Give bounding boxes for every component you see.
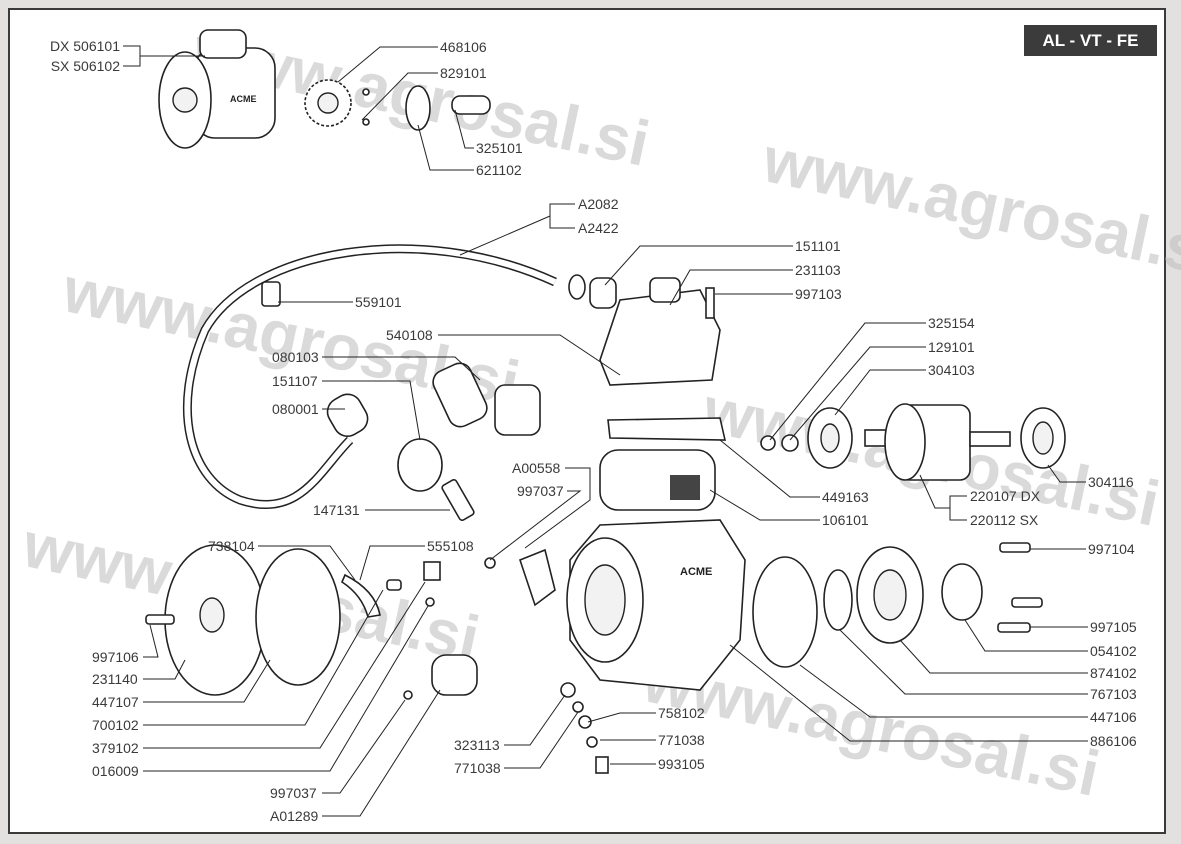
part-number-label: 231103 [795,262,841,278]
breaker-part [519,548,556,607]
part-number-label: A2422 [578,220,619,236]
part-number-label: 325101 [476,140,523,156]
part-number-label: 325154 [928,315,975,331]
spark-plug-part [441,478,475,522]
part-number-label: 151107 [272,373,318,389]
part-number-label: 220107 DX [970,488,1041,504]
parts: ACME [145,29,1066,774]
part-number-label: 997104 [1088,541,1135,557]
boot-part [397,438,443,492]
part-number-label: 379102 [92,740,139,756]
part-number-label: 447107 [92,694,139,710]
part-number-label: 129101 [928,339,975,355]
part-number-label: A01289 [270,808,318,824]
part-number-label: 054102 [1090,643,1137,659]
part-number-label: 468106 [440,39,487,55]
part-number-label: 700102 [92,717,139,733]
gasket-part [607,417,727,441]
acme-brand-mark: ACME [680,566,712,578]
part-number-label: 447106 [1090,709,1137,725]
leader-lines [123,45,1088,817]
part-number-label: 231140 [92,671,138,687]
part-number-label: 874102 [1090,665,1137,681]
part-number-label: 771038 [454,760,501,776]
part-number-label: 080103 [272,349,319,365]
model-title: AL - VT - FE [1024,25,1157,56]
washer-part [405,85,431,131]
part-number-label: 621102 [476,162,522,178]
part-number-label: 997105 [1090,619,1137,635]
part-number-label: 151101 [795,238,841,254]
part-number-label: 771038 [658,732,705,748]
part-number-label: 147131 [313,502,360,518]
plug-cap-part [326,393,369,437]
part-number-label: 997106 [92,649,139,665]
part-number-label: 559101 [355,294,402,310]
part-number-label: A2082 [578,196,619,212]
pin-part [451,95,491,115]
part-number-label: A00558 [512,460,560,476]
part-labels: DX 506101 SX 506102 468106 829101 325101… [50,38,1137,824]
oil-seal-part [941,563,983,621]
part-number-label: 304116 [1088,474,1134,490]
part-number-label: DX 506101 [50,38,120,54]
part-number-label: SX 506102 [51,58,120,74]
part-number-label: 829101 [440,65,487,81]
part-number-label: 997037 [270,785,317,801]
condenser-part [431,654,478,696]
part-number-label: 993105 [658,756,705,772]
part-number-label: 304103 [928,362,975,378]
part-number-label: 449163 [822,489,869,505]
part-number-label: 767103 [1090,686,1137,702]
part-number-label: 758102 [658,705,705,721]
part-number-label: 080001 [272,401,319,417]
gasket-part [752,556,818,668]
part-number-label: 738104 [208,538,255,554]
part-number-label: 220112 SX [970,512,1039,528]
part-number-label: 016009 [92,763,139,779]
part-number-label: 106101 [822,512,869,528]
part-number-label: 540108 [386,327,433,343]
part-number-label: 997037 [517,483,564,499]
magneto-assembly-part: ACME [158,29,276,149]
distributor-cap-part [599,289,721,386]
acme-brand-mark: ACME [230,94,257,104]
part-number-label: 886106 [1090,733,1137,749]
seal-ring-part [255,548,341,686]
part-number-label: 555108 [427,538,474,554]
part-number-label: 323113 [454,737,500,753]
diagram-panel [8,8,1166,834]
part-number-label: 997103 [795,286,842,302]
